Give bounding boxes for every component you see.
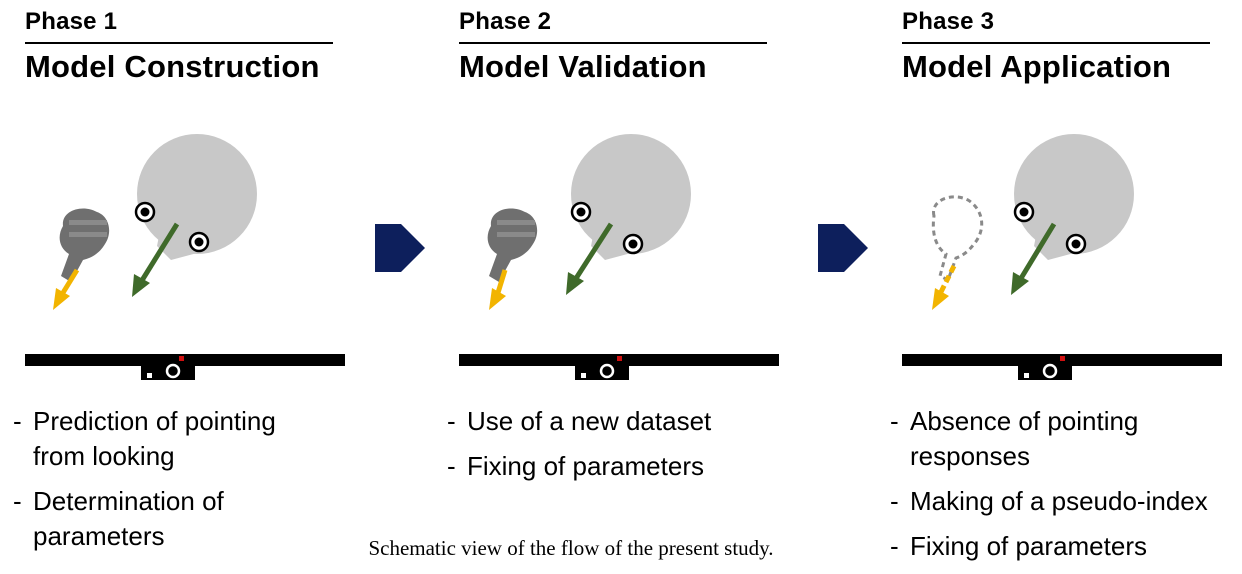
gaze-arrow-icon bbox=[132, 222, 180, 297]
hand-icon bbox=[59, 208, 110, 282]
list-item: - Fixing of parameters bbox=[890, 529, 1208, 564]
bullet-marker: - bbox=[447, 406, 456, 436]
list-item: - Prediction of pointing from looking bbox=[13, 404, 276, 474]
chevron-right-icon bbox=[818, 224, 868, 272]
bullet-marker: - bbox=[890, 486, 899, 516]
list-item: - Absence of pointing responses bbox=[890, 404, 1208, 474]
camera-icon bbox=[1018, 356, 1072, 380]
bullet-list: - Absence of pointing responses - Making… bbox=[890, 404, 1208, 574]
bullet-text: Determination of bbox=[33, 486, 224, 516]
eye-icon bbox=[188, 231, 210, 253]
eye-icon bbox=[622, 233, 644, 255]
bullet-marker: - bbox=[890, 531, 899, 561]
list-item: - Making of a pseudo-index bbox=[890, 484, 1208, 519]
screen-bar bbox=[25, 354, 345, 366]
bullet-text: Fixing of parameters bbox=[910, 531, 1147, 561]
bullet-marker: - bbox=[13, 406, 22, 436]
pointing-arrow-icon bbox=[53, 268, 80, 310]
bullet-marker: - bbox=[890, 406, 899, 436]
phase-divider bbox=[459, 42, 767, 44]
bullet-list: - Use of a new dataset - Fixing of param… bbox=[447, 404, 711, 494]
bullet-text: Absence of pointing bbox=[910, 406, 1139, 436]
list-item: - Use of a new dataset bbox=[447, 404, 711, 439]
hand-icon bbox=[487, 208, 538, 282]
list-item: - Fixing of parameters bbox=[447, 449, 711, 484]
bullet-text: from looking bbox=[33, 441, 175, 471]
eye-icon bbox=[1013, 201, 1035, 223]
hand-icon bbox=[931, 195, 984, 283]
phase-title: Model Construction bbox=[25, 49, 320, 84]
eye-icon bbox=[134, 201, 156, 223]
phase-1-scene bbox=[25, 134, 345, 380]
eye-icon bbox=[570, 201, 592, 223]
phase-title: Model Application bbox=[902, 49, 1172, 84]
phase-2-panel: Phase 2 Model Validation bbox=[447, 0, 799, 573]
pointing-arrow-icon bbox=[489, 269, 508, 310]
bullet-marker: - bbox=[13, 486, 22, 516]
eye-icon bbox=[1065, 233, 1087, 255]
phase-divider bbox=[902, 42, 1210, 44]
camera-icon bbox=[141, 356, 195, 380]
list-item: - Determination of parameters bbox=[13, 484, 276, 554]
chevron-right-icon bbox=[375, 224, 425, 272]
bullet-text: Making of a pseudo-index bbox=[910, 486, 1208, 516]
phase-3-scene bbox=[902, 134, 1222, 380]
phase-divider bbox=[25, 42, 333, 44]
figure-caption: Schematic view of the flow of the presen… bbox=[368, 536, 774, 560]
camera-icon bbox=[575, 356, 629, 380]
pointing-arrow-icon bbox=[932, 264, 957, 310]
phase-2-scene bbox=[459, 134, 779, 380]
gaze-arrow-icon bbox=[566, 222, 614, 295]
bullet-list: - Prediction of pointing from looking - … bbox=[13, 404, 276, 564]
bullet-text: Use of a new dataset bbox=[467, 406, 712, 436]
phase-3-panel: Phase 3 Model Application bbox=[890, 0, 1242, 573]
bullet-text: Prediction of pointing bbox=[33, 406, 276, 436]
bullet-text: Fixing of parameters bbox=[467, 451, 704, 481]
bullet-marker: - bbox=[447, 451, 456, 481]
phase-label: Phase 1 bbox=[25, 8, 118, 35]
gaze-arrow-icon bbox=[1011, 222, 1057, 295]
bullet-text: parameters bbox=[33, 521, 165, 551]
phase-title: Model Validation bbox=[459, 49, 707, 84]
phase-label: Phase 3 bbox=[902, 8, 995, 35]
phase-1-panel: Phase 1 Model Construction bbox=[13, 0, 365, 573]
phase-label: Phase 2 bbox=[459, 8, 552, 35]
bullet-text: responses bbox=[910, 441, 1030, 471]
